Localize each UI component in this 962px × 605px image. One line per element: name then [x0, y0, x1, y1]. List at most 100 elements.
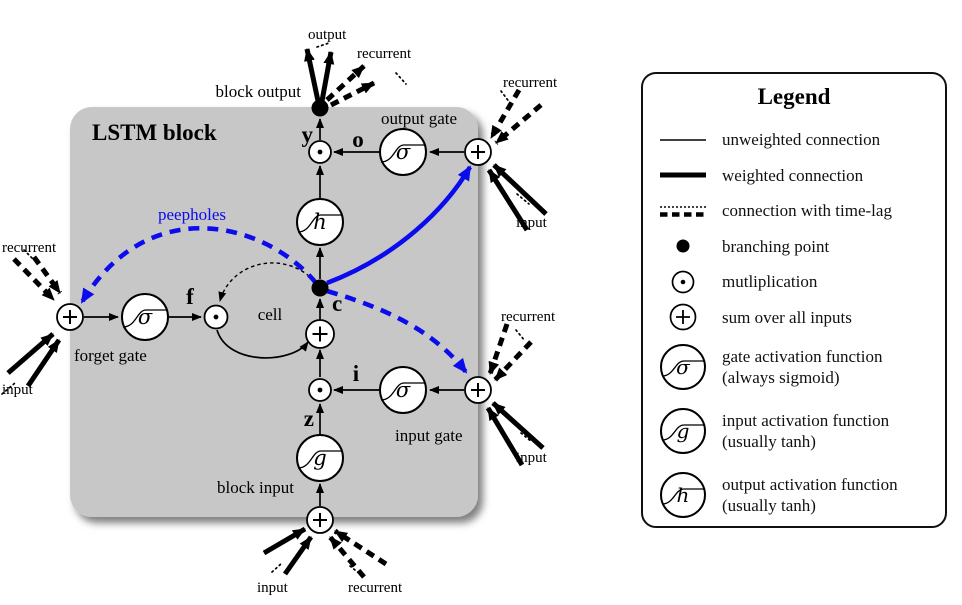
timelag-line-icon — [643, 203, 722, 219]
lstm-block-body — [70, 107, 478, 517]
thick-line-icon — [643, 168, 722, 182]
right-top-recurrent-label: recurrent — [503, 75, 558, 91]
right-top-recurrent-line-2 — [494, 103, 543, 145]
bottom-recurrent-label: recurrent — [348, 580, 403, 596]
block-input-label: block input — [217, 478, 294, 497]
right-top-input-line-2 — [486, 168, 530, 232]
legend-item-sublabel: (always sigmoid) — [722, 368, 840, 387]
signal-f-label: f — [186, 284, 194, 309]
sum-node-output-gate — [464, 138, 492, 166]
legend-item-label: branching point — [722, 236, 830, 256]
multiply-icon — [643, 269, 722, 295]
right-bottom-input-label: input — [516, 450, 548, 466]
mult-dot — [213, 314, 219, 320]
sigma-circle-icon: σ — [643, 342, 722, 392]
legend-item-label: unweighted connection — [722, 130, 881, 150]
legend-item-output-activation: h output activation function (usually ta… — [643, 463, 945, 527]
top-external-connections — [304, 42, 407, 108]
left-external-connections — [1, 249, 63, 395]
legend-rows: unweighted connection weighted connectio… — [643, 122, 945, 527]
legend-item-timelag: connection with time-lag — [643, 193, 945, 229]
signal-y-label: y — [302, 122, 314, 147]
branch-point-block-output — [311, 99, 329, 117]
h-letter: h — [313, 210, 327, 234]
legend-item-label: connection with time-lag — [722, 201, 892, 221]
sigma-letter: σ — [138, 305, 153, 329]
output-gate-sigma-node: σ — [379, 128, 427, 176]
output-activation-h-node: h — [296, 198, 344, 246]
top-recurrent-line-2 — [329, 80, 376, 108]
sigma-letter: σ — [676, 355, 691, 379]
input-gate-label: input gate — [395, 426, 463, 445]
bottom-recurrent-line-2 — [328, 535, 366, 579]
signal-c-label: c — [332, 291, 342, 316]
peepholes-label: peepholes — [158, 205, 226, 224]
right-top-recurrent-ellipsis — [500, 90, 511, 104]
top-recurrent-line-1 — [325, 64, 366, 102]
right-bottom-recurrent-line-2 — [493, 340, 533, 382]
signal-o-label: o — [352, 127, 364, 152]
mult-dot — [317, 387, 323, 393]
sum-node-input-gate — [464, 376, 492, 404]
plus-icon — [313, 513, 327, 527]
right-bottom-recurrent-ellipsis — [515, 329, 526, 342]
legend-item-gate-activation: σ gate activation function (always sigmo… — [643, 335, 945, 399]
input-gate-sigma-node: σ — [379, 366, 427, 414]
sigma-letter: σ — [396, 140, 411, 164]
sigmoid-curve — [380, 144, 425, 163]
sum-icon — [643, 302, 722, 332]
mult-node-input — [308, 378, 332, 402]
branch-point-cell-state — [311, 279, 329, 297]
bottom-recurrent-line-1 — [333, 528, 388, 567]
plus-icon — [471, 145, 485, 159]
activation-circle — [379, 366, 427, 414]
forget-gate-label: forget gate — [74, 346, 147, 365]
left-input-line-2 — [25, 338, 62, 388]
right-top-input-label: input — [516, 215, 548, 231]
legend-title: Legend — [757, 84, 831, 109]
peephole-to-output-gate — [326, 165, 472, 286]
left-recurrent-label: recurrent — [2, 240, 57, 256]
right-bottom-recurrent-label: recurrent — [501, 309, 556, 325]
forget-gate-sigma-node: σ — [121, 293, 169, 341]
legend-item-label: input activation function — [722, 411, 890, 430]
right-top-external-connections — [486, 88, 548, 232]
legend-item-label: mutliplication — [722, 272, 818, 292]
top-output-line-2 — [319, 51, 335, 102]
cell-loop-arc — [216, 329, 309, 359]
signal-z-label: z — [304, 406, 314, 431]
g-circle-icon: g — [643, 406, 722, 456]
input-activation-g-node: g — [296, 434, 344, 482]
activation-circle — [379, 128, 427, 176]
activation-circle — [121, 293, 169, 341]
sum-node-block-input — [306, 506, 334, 534]
cell-timelag-loop-arc — [218, 262, 315, 302]
sigmoid-curve — [122, 309, 167, 328]
activation-circle — [296, 198, 344, 246]
cell-label: cell — [258, 305, 283, 324]
sum-node-cell — [305, 319, 335, 349]
right-top-input-line-1 — [492, 163, 548, 216]
peephole-to-input-gate — [326, 288, 468, 374]
legend-item-label: output activation function — [722, 475, 898, 494]
right-bottom-input-ellipsis — [520, 432, 533, 443]
top-output-line-1 — [304, 48, 321, 102]
output-gate-label: output gate — [381, 109, 457, 128]
sigmoid-curve — [380, 382, 425, 401]
left-input-label: input — [2, 382, 34, 398]
legend-item-label: sum over all inputs — [722, 307, 852, 327]
legend-item-sum: sum over all inputs — [643, 300, 945, 336]
right-bottom-recurrent-line-1 — [487, 323, 510, 375]
plus-icon — [63, 310, 77, 324]
mult-node-forget — [203, 304, 229, 330]
bottom-input-line-2 — [282, 535, 314, 576]
sigmoid-curve — [297, 214, 342, 233]
legend-item-multiplication: mutliplication — [643, 264, 945, 300]
mult-dot — [317, 149, 323, 155]
left-recurrent-line-1 — [12, 257, 56, 302]
thin-line-icon — [643, 133, 722, 147]
top-output-label: output — [308, 27, 347, 43]
plus-icon — [471, 383, 485, 397]
